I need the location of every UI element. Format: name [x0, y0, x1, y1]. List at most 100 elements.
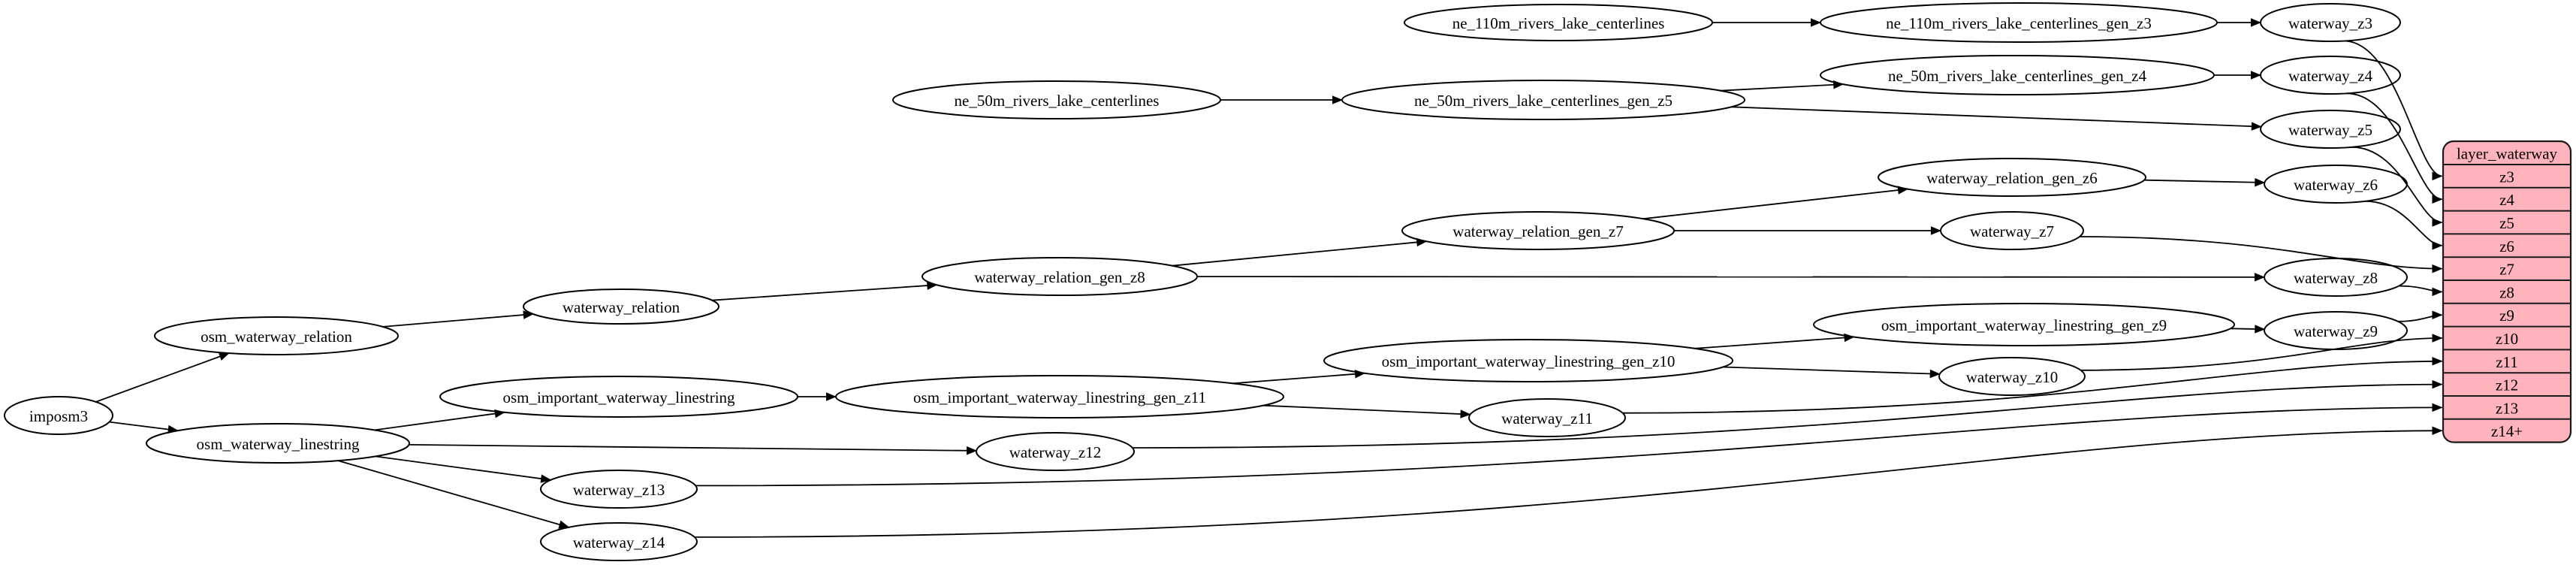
node-label-osm_important_waterway_linestring_gen_z9: osm_important_waterway_linestring_gen_z9: [1881, 316, 2167, 334]
node-waterway_z10: waterway_z10: [1938, 357, 2086, 396]
node-waterway_z12: waterway_z12: [976, 432, 1135, 471]
edge-osm_important_waterway_linestring_gen_z11--waterway_z11: [1262, 404, 1471, 418]
node-ellipse: [540, 470, 698, 509]
node-label-waterway_z5: waterway_z5: [2288, 121, 2372, 139]
node-label-osm_waterway_relation: osm_waterway_relation: [201, 328, 352, 346]
edge-osm_important_waterway_linestring_gen_z10--osm_important_waterway_linestring_gen_z9: [1695, 333, 1855, 349]
node-label-osm_important_waterway_linestring_gen_z10: osm_important_waterway_linestring_gen_z1…: [1382, 352, 1676, 370]
node-osm_important_waterway_linestring_gen_z11: osm_important_waterway_linestring_gen_z1…: [835, 375, 1284, 418]
edge-osm_waterway_linestring--waterway_z12: [409, 444, 978, 455]
node-osm_important_waterway_linestring: osm_important_waterway_linestring: [439, 376, 798, 418]
node-label-waterway_z8: waterway_z8: [2294, 269, 2378, 287]
node-label-waterway_relation_gen_z6: waterway_relation_gen_z6: [1926, 169, 2097, 187]
node-waterway_relation_gen_z8: waterway_relation_gen_z8: [922, 257, 1198, 296]
node-label-ne_50m_rivers_lake_centerlines: ne_50m_rivers_lake_centerlines: [955, 92, 1160, 110]
node-ellipse: [1813, 303, 2235, 346]
node-label-ne_50m_rivers_lake_centerlines_gen_z5: ne_50m_rivers_lake_centerlines_gen_z5: [1414, 92, 1673, 110]
edge-waterway_z13--layer_waterway-z13: [695, 403, 2443, 487]
node-imposm3: imposm3: [4, 396, 113, 435]
node-waterway_z4: waterway_z4: [2260, 56, 2401, 95]
edge-waterway_relation_gen_z7--waterway_relation_gen_z6: [1643, 186, 1909, 220]
edge-waterway_z8--layer_waterway-z8: [2399, 285, 2443, 297]
edge-waterway_z5--layer_waterway-z5: [2351, 146, 2443, 227]
node-ne_50m_rivers_lake_centerlines_gen_z5: ne_50m_rivers_lake_centerlines_gen_z5: [1341, 80, 1745, 120]
record-row-z9: z9: [2499, 307, 2514, 325]
edge-waterway_relation_gen_z8--waterway_relation_gen_z7: [1172, 237, 1428, 267]
node-label-osm_important_waterway_linestring: osm_important_waterway_linestring: [502, 388, 735, 406]
node-ellipse: [523, 289, 719, 325]
node-label-waterway_z6: waterway_z6: [2294, 176, 2378, 194]
node-label-waterway_z13: waterway_z13: [573, 481, 665, 499]
record-row-z4: z4: [2499, 191, 2514, 209]
edge-osm_waterway_linestring--waterway_z14: [337, 460, 570, 529]
node-label-waterway_z4: waterway_z4: [2288, 67, 2372, 85]
edge-waterway_z12--layer_waterway-z12: [1132, 379, 2443, 449]
edge-waterway_relation_gen_z6--waterway_z6: [2144, 177, 2266, 187]
node-label-waterway_z12: waterway_z12: [1009, 443, 1101, 461]
node-ne_110m_rivers_lake_centerlines: ne_110m_rivers_lake_centerlines: [1404, 4, 1713, 41]
edge-osm_waterway_relation--waterway_relation: [382, 310, 534, 328]
record-node-layer_waterway: layer_waterwayz3z4z5z6z7z8z9z10z11z12z13…: [2442, 140, 2572, 443]
node-osm_waterway_linestring: osm_waterway_linestring: [146, 423, 410, 464]
node-label-waterway_z7: waterway_z7: [1970, 222, 2054, 240]
edge-imposm3--osm_waterway_relation: [95, 352, 230, 403]
node-label-ne_110m_rivers_lake_centerlines_gen_z3: ne_110m_rivers_lake_centerlines_gen_z3: [1886, 14, 2152, 32]
node-label-imposm3: imposm3: [29, 407, 88, 425]
edge-waterway_z3--layer_waterway-z3: [2343, 40, 2443, 181]
record-row-z13: z13: [2496, 399, 2518, 417]
edge-waterway_z10--layer_waterway-z10: [2080, 334, 2443, 371]
edge-waterway_z4--layer_waterway-z4: [2346, 92, 2443, 204]
record-row-z7: z7: [2499, 261, 2514, 279]
node-label-osm_waterway_linestring: osm_waterway_linestring: [197, 435, 360, 453]
record-row-z8: z8: [2499, 283, 2514, 301]
edge-osm_important_waterway_linestring_gen_z10--waterway_z10: [1723, 366, 1941, 379]
record-row-z6: z6: [2499, 237, 2514, 255]
node-ne_110m_rivers_lake_centerlines_gen_z3: ne_110m_rivers_lake_centerlines_gen_z3: [1820, 2, 2218, 43]
node-label-waterway_z3: waterway_z3: [2288, 14, 2372, 32]
node-ellipse: [540, 522, 698, 561]
record-body: [2442, 140, 2572, 443]
edge-waterway_relation--waterway_relation_gen_z8: [712, 281, 938, 301]
record-row-z14+: z14+: [2491, 422, 2523, 440]
edge-osm_waterway_linestring--waterway_z13: [375, 455, 552, 483]
node-label-waterway_relation: waterway_relation: [563, 298, 680, 316]
node-waterway_relation: waterway_relation: [523, 289, 719, 325]
node-waterway_z14: waterway_z14: [540, 522, 698, 561]
node-label-waterway_z14: waterway_z14: [573, 533, 665, 551]
node-waterway_z7: waterway_z7: [1940, 211, 2084, 250]
edge-osm_important_waterway_linestring_gen_z9--waterway_z9: [2230, 325, 2266, 334]
edge-waterway_z7--layer_waterway-z7: [2080, 236, 2443, 273]
node-osm_important_waterway_linestring_gen_z9: osm_important_waterway_linestring_gen_z9: [1813, 303, 2235, 346]
node-waterway_relation_gen_z7: waterway_relation_gen_z7: [1401, 211, 1675, 250]
node-ellipse: [4, 396, 113, 435]
node-waterway_z3: waterway_z3: [2260, 3, 2401, 42]
edge-waterway_z6--layer_waterway-z6: [2365, 200, 2443, 250]
edge-waterway_z14--layer_waterway-z14+: [694, 426, 2443, 538]
node-ellipse: [1878, 158, 2146, 197]
node-waterway_relation_gen_z6: waterway_relation_gen_z6: [1878, 158, 2146, 197]
node-osm_important_waterway_linestring_gen_z10: osm_important_waterway_linestring_gen_z1…: [1323, 339, 1733, 382]
record-row-z12: z12: [2496, 376, 2518, 394]
node-waterway_z11: waterway_z11: [1468, 398, 1626, 437]
edge-osm_waterway_linestring--osm_important_waterway_linestring: [374, 409, 505, 431]
edge-imposm3--osm_waterway_linestring: [109, 421, 179, 434]
node-ne_50m_rivers_lake_centerlines: ne_50m_rivers_lake_centerlines: [892, 80, 1221, 119]
record-row-z5: z5: [2499, 214, 2514, 232]
record-title: layer_waterway: [2457, 145, 2558, 163]
edge-waterway_relation_gen_z8--waterway_z8: [1196, 273, 2265, 282]
node-label-osm_important_waterway_linestring_gen_z11: osm_important_waterway_linestring_gen_z1…: [913, 388, 1206, 406]
node-waterway_z8: waterway_z8: [2264, 258, 2408, 297]
node-label-ne_50m_rivers_lake_centerlines_gen_z4: ne_50m_rivers_lake_centerlines_gen_z4: [1888, 67, 2147, 85]
node-ellipse: [154, 316, 399, 355]
edge-osm_important_waterway_linestring_gen_z11--osm_important_waterway_linestring_gen_z10: [1232, 370, 1366, 385]
node-waterway_z9: waterway_z9: [2264, 311, 2408, 350]
edge-waterway_z9--layer_waterway-z9: [2397, 310, 2443, 322]
node-ellipse: [922, 257, 1198, 296]
edges-layer: [95, 18, 2443, 538]
edge-waterway_z11--layer_waterway-z11: [1622, 357, 2443, 414]
node-ne_50m_rivers_lake_centerlines_gen_z4: ne_50m_rivers_lake_centerlines_gen_z4: [1820, 55, 2215, 95]
node-waterway_z6: waterway_z6: [2264, 165, 2408, 204]
